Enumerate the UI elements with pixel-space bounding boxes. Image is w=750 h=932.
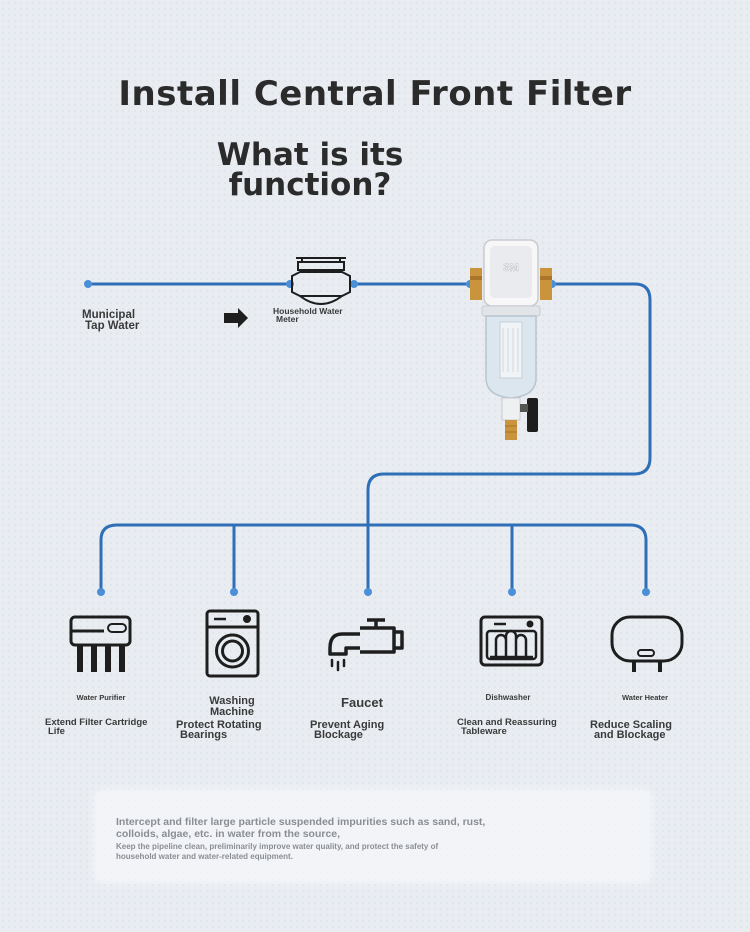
faucet-icon — [328, 618, 404, 672]
appliance-name-faucet: Faucet — [341, 695, 383, 710]
node-dishwasher — [508, 588, 516, 596]
washing-machine-icon — [205, 609, 260, 678]
node-source — [84, 280, 92, 288]
note-secondary: Keep the pipeline clean, preliminarily i… — [116, 842, 439, 861]
water-heater-icon — [610, 615, 684, 672]
appliance-name-water-purifier: Water Purifier — [76, 693, 126, 702]
arrow-right-icon — [224, 308, 248, 328]
subtitle-line-1: What is its — [216, 137, 404, 173]
benefit-water-heater: Reduce Scaling and Blockage — [590, 719, 672, 741]
benefit-faucet: Prevent Aging Blockage — [310, 719, 385, 741]
node-washer — [230, 588, 238, 596]
note-primary: Intercept and filter large particle susp… — [116, 816, 486, 840]
notes-panel — [97, 792, 649, 880]
node-heater — [642, 588, 650, 596]
dishwasher-icon — [479, 615, 544, 667]
appliance-name-water-heater: Water Heater — [622, 693, 668, 702]
benefit-washing-machine: Protect Rotating Bearings — [176, 719, 262, 741]
page-title: Install Central Front Filter — [118, 74, 632, 114]
subtitle-line-2: function? — [228, 167, 392, 203]
page-subtitle: What is its function? — [190, 137, 430, 203]
pipe-distribution — [99, 523, 648, 594]
appliance-name-dishwasher: Dishwasher — [485, 693, 531, 702]
meter-label: Household Water Meter — [273, 306, 343, 324]
appliance-name-washing-machine: Washing Machine — [209, 695, 255, 718]
benefit-water-purifier: Extend Filter Cartridge Life — [45, 717, 148, 737]
source-label: Municipal Tap Water — [82, 309, 140, 332]
water-meter-icon — [291, 257, 351, 305]
pipes — [86, 282, 652, 594]
node-faucet — [364, 588, 372, 596]
benefit-dishwasher: Clean and Reassuring Tableware — [457, 717, 557, 737]
pipe-filter-loop — [366, 282, 652, 594]
water-purifier-icon — [69, 615, 132, 672]
node-meter-out — [350, 280, 358, 288]
filter-brand: 3M — [503, 262, 518, 274]
node-purifier — [97, 588, 105, 596]
filter-icon: 3M — [470, 239, 552, 440]
